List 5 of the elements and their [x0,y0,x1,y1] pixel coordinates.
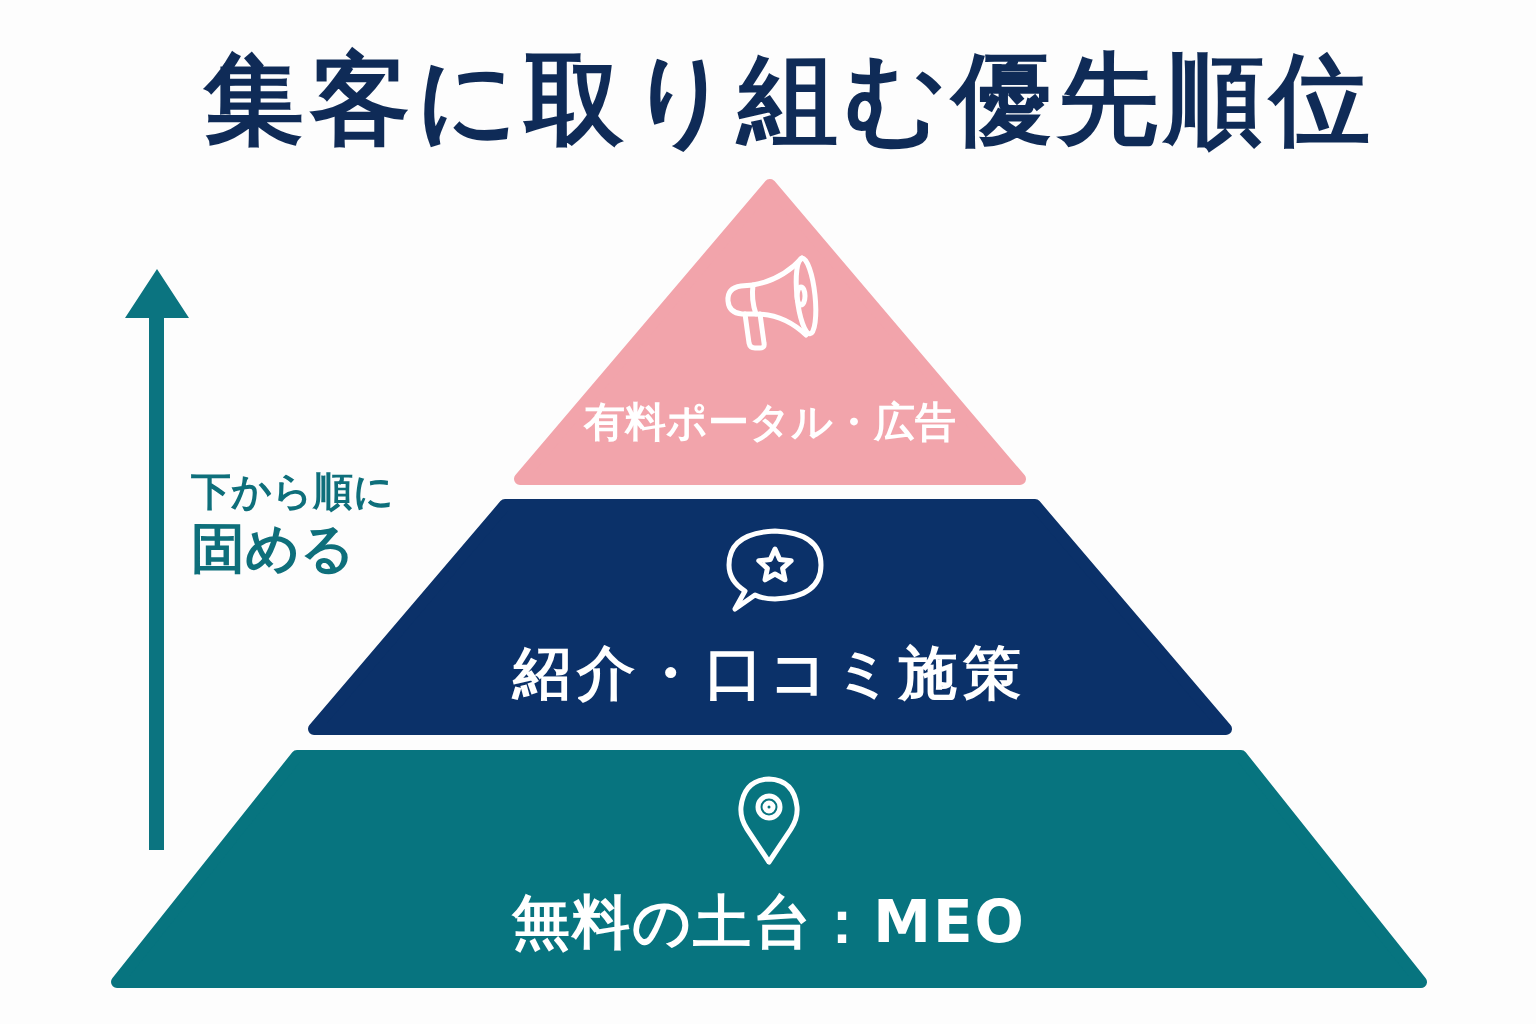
tier-label: 紹介・口コミ施策 [513,637,1027,709]
side-note: 下から順に固める [191,467,395,581]
tier-label: 有料ポータル・広告 [584,396,956,448]
tier-label: 無料の土台：MEO [512,886,1026,958]
title: 集客に取り組む優先順位 [204,42,1376,158]
